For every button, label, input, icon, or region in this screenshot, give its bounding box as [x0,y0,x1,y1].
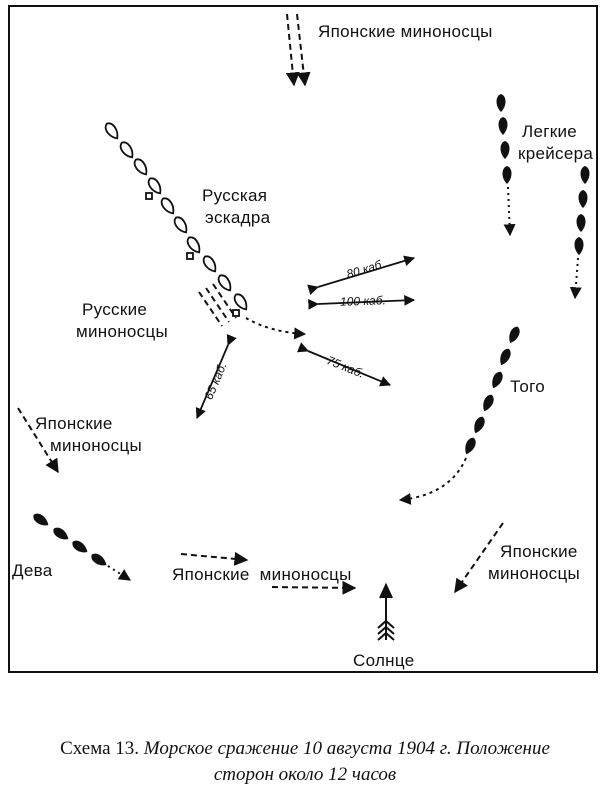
jp-torpedo-boats-top [285,13,311,87]
deva-ships [33,513,107,566]
caption-title-line-1: Морское сражение 10 августа 1904 г. Поло… [143,738,550,759]
jp-torpedo-boats-bottom [180,551,357,595]
figure-caption-line-2: сторон около 12 часов [0,762,610,788]
label-russian-squadron-2: эскадра [205,208,271,227]
caption-title-line-2: сторон около 12 часов [213,764,397,785]
russian-squadron [104,122,248,317]
label-light-cruisers-1: Легкие [522,122,577,141]
label-jp-torpedo-boats-right-2: миноносцы [488,564,581,583]
light-cruisers-column-1 [496,94,516,237]
russian-squadron-course [245,317,307,340]
diagram-frame [8,5,598,673]
russian-torpedo-boats [198,283,237,327]
distance-arrow-65 [195,333,237,419]
label-jp-torpedo-boats-top: Японские миноносцы [318,22,493,41]
togo-course [398,457,467,505]
label-jp-torpedo-boats-left-2: миноносцы [50,436,143,455]
label-deva: Дева [12,561,53,580]
distance-arrow-100 [308,295,416,310]
distance-arrows [195,255,416,419]
light-cruisers-column-2 [569,166,590,300]
label-russian-squadron-1: Русская [202,186,268,205]
label-jp-torpedo-boats-bottom: Японские миноносцы [172,565,352,584]
figure-caption-line-1: Схема 13. Морское сражение 10 августа 19… [0,736,610,762]
jp-torpedo-boats-right [454,522,504,594]
deva-course [107,565,132,581]
label-jp-torpedo-boats-right-1: Японские [500,542,578,561]
distance-label-100: 100 каб. [339,293,387,309]
distance-arrow-75 [296,342,391,387]
label-russian-torpedo-boats-1: Русские [82,300,148,319]
label-sun: Солнце [353,651,415,670]
sun-arrow [377,582,395,641]
jp-torpedo-boats-left [17,407,59,474]
label-jp-torpedo-boats-left-1: Японские [35,414,113,433]
label-russian-torpedo-boats-2: миноносцы [76,322,169,341]
label-togo: Того [510,377,545,396]
label-light-cruisers-2: крейсера [518,144,594,163]
distance-arrow-80 [307,255,416,295]
togo-line [465,326,520,455]
caption-prefix: Схема 13. [60,738,140,759]
